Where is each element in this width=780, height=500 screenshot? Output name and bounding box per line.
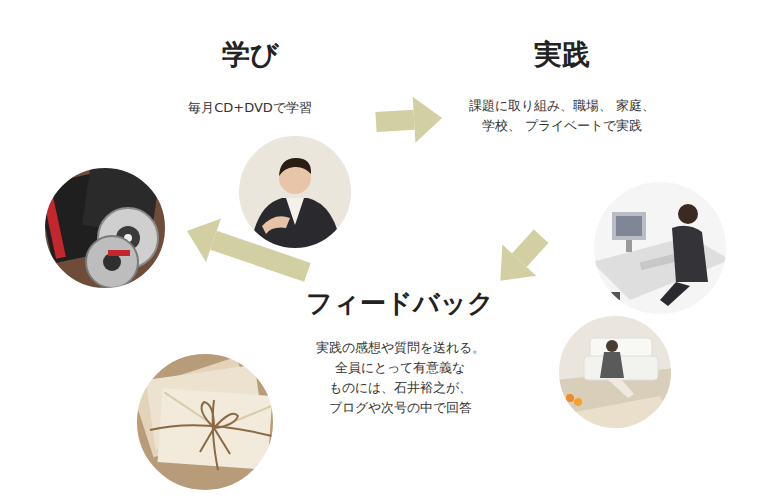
circle-title: フィードバック [306,288,494,319]
stage-circle: 学び毎月CD+DVDで学習 [130,2,370,242]
circle-title: 実践 [534,38,590,72]
arrow-head [500,245,536,281]
speaker-photo [235,132,355,252]
stage-circle: 実践課題に取り組み、職場、 家庭、学校、 プライベートで実践 [448,4,676,232]
arrow-head [187,218,221,262]
circle-body: 毎月CD+DVDで学習 [155,98,345,118]
arrow-head [413,97,442,143]
text-wrap: 学び [130,38,370,72]
text-wrap: 実践 [448,38,676,72]
flow-arrow [500,236,541,281]
stage-circle: フィードバック実践の感想や質問を送れる。 全員にとって有意義な ものには、石井裕… [275,240,525,490]
text-wrap: 実践の感想や質問を送れる。 全員にとって有意義な ものには、石井裕之が、 ブログ… [275,338,525,419]
arrow-shaft [519,236,541,260]
text-wrap: 課題に取り組み、職場、 家庭、学校、 プライベートで実践 [448,96,676,136]
letters-photo [132,352,275,492]
circle-body: 課題に取り組み、職場、 家庭、学校、 プライベートで実践 [467,96,657,136]
office-photo [590,178,730,318]
text-wrap: 毎月CD+DVDで学習 [130,98,370,118]
arrow-shaft [376,120,414,122]
flow-arrow [376,97,442,143]
circle-title: 学び [222,38,279,72]
cd-photo [36,160,170,290]
text-wrap: フィードバック [275,288,525,319]
circle-body: 実践の感想や質問を送れる。 全員にとって有意義な ものには、石井裕之が、 ブログ… [305,338,495,419]
home-photo [555,312,675,432]
